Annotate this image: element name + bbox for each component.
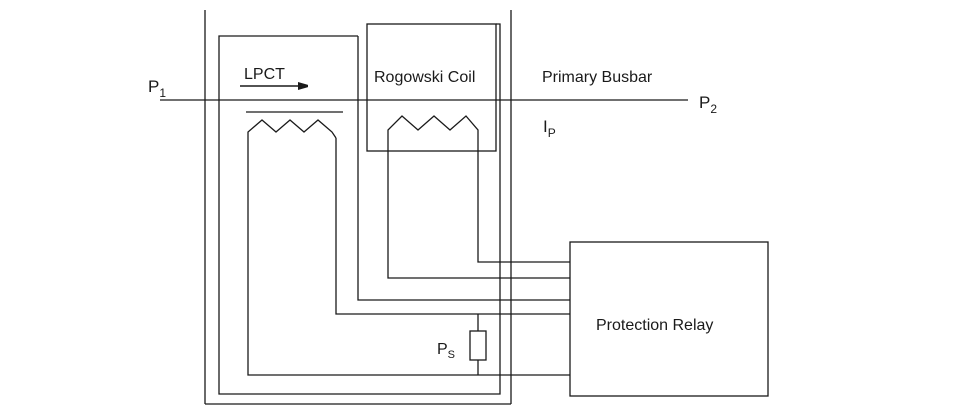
- rogowski-coil-box: [366, 23, 497, 152]
- rogowski-label: Rogowski Coil: [374, 69, 475, 86]
- lpct-group: [240, 86, 343, 139]
- relay-group: [569, 241, 769, 397]
- inner-enclosure: [218, 23, 501, 395]
- lpct-label: LPCT: [244, 66, 285, 83]
- burden-resistor: [469, 330, 487, 361]
- ip-label: IP: [543, 117, 556, 140]
- rogowski-group: [366, 23, 497, 152]
- outer-enclosure: [204, 10, 512, 405]
- rogowski-wire-left: [387, 138, 570, 279]
- lpct-wire-left: [247, 138, 570, 376]
- inner-enclosure-wire: [357, 60, 570, 301]
- rogowski-wire-right: [477, 138, 570, 263]
- rogowski-wiring: [387, 138, 570, 279]
- burden-resistor-group: [469, 314, 487, 375]
- busbar-label: Primary Busbar: [542, 69, 653, 86]
- lpct-secondary-winding: [247, 119, 337, 139]
- relay-label: Protection Relay: [596, 317, 713, 334]
- lpct-wire-right: [335, 138, 570, 315]
- p1-label: P1: [148, 77, 166, 100]
- rogowski-winding: [387, 115, 479, 138]
- lpct-wiring: [247, 60, 570, 376]
- inner-enclosure-outline: [218, 23, 501, 395]
- ps-label: PS: [437, 341, 455, 361]
- p2-label: P2: [699, 93, 717, 116]
- protection-relay-box: [569, 241, 769, 397]
